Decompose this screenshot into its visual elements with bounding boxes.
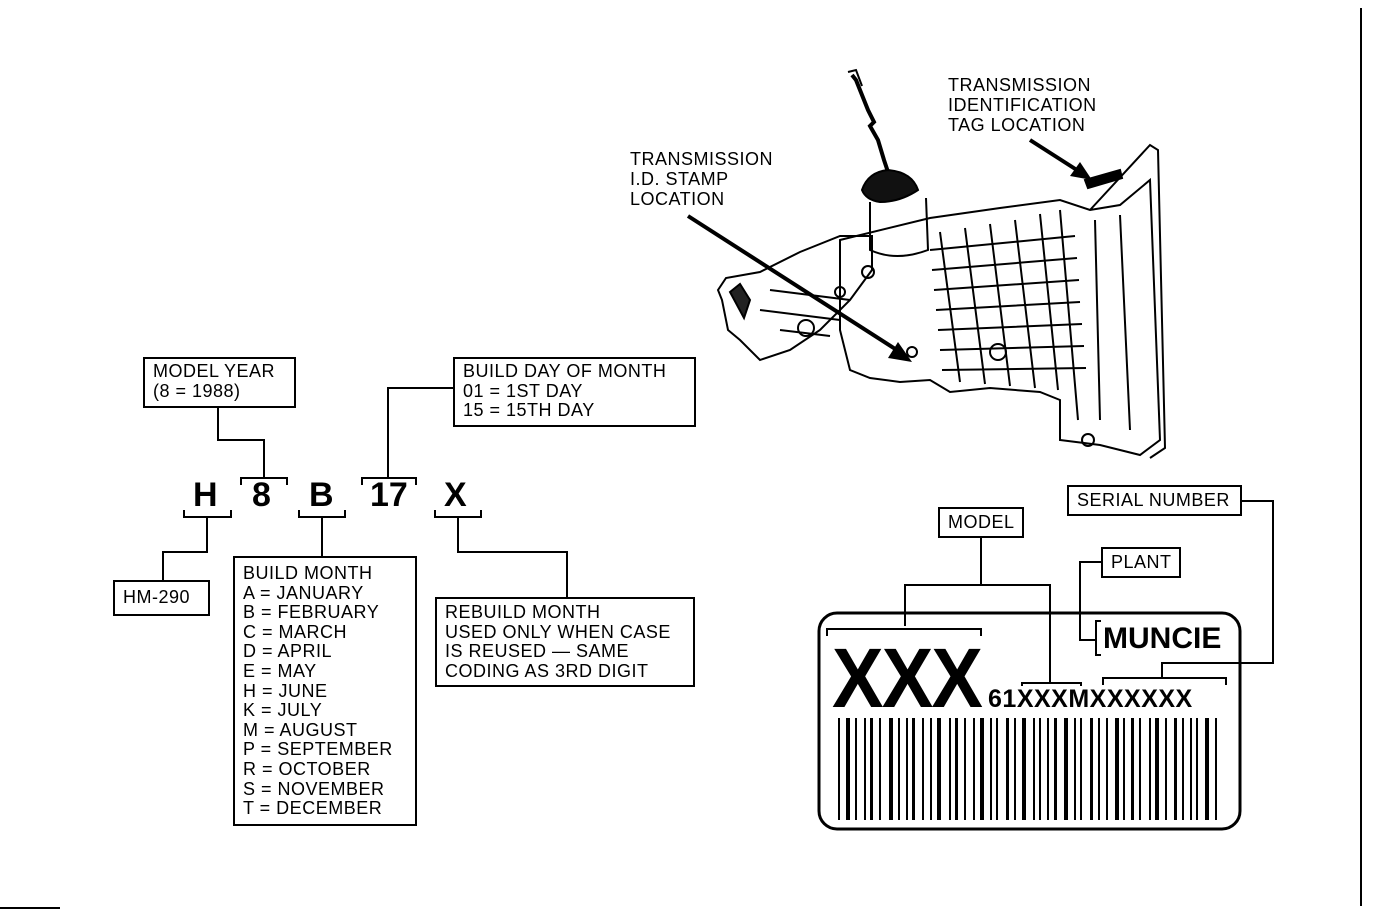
barcode-bar xyxy=(1196,718,1198,820)
build-day-connector xyxy=(361,387,455,485)
barcode-bar xyxy=(879,718,881,820)
tag-model-label-box: MODEL xyxy=(938,507,1024,538)
barcode-bar xyxy=(1033,718,1035,820)
barcode-bar xyxy=(846,718,850,820)
barcode-bar xyxy=(930,718,932,820)
build-month-box: BUILD MONTH A = JANUARY B = FEBRUARY C =… xyxy=(233,556,417,826)
code-char-year: 8 xyxy=(252,476,271,514)
barcode-bar xyxy=(1074,718,1076,820)
rebuild-month-box: REBUILD MONTH USED ONLY WHEN CASE IS REU… xyxy=(435,597,695,687)
barcode-bar xyxy=(864,718,866,820)
rebuild-month-connector xyxy=(434,510,568,597)
barcode-bar xyxy=(1190,718,1192,820)
barcode-bar xyxy=(1006,718,1009,820)
barcode-bar xyxy=(1047,718,1049,820)
barcode-bar xyxy=(1115,718,1119,820)
barcode-bar xyxy=(922,718,924,820)
barcode-bar xyxy=(990,718,992,820)
barcode-bar xyxy=(1054,718,1057,820)
barcode-bar xyxy=(1098,718,1100,820)
tag-plant-label-box: PLANT xyxy=(1101,547,1181,578)
tag-serial-connector xyxy=(1102,500,1274,685)
barcode-bar xyxy=(1064,718,1068,820)
barcode-bar xyxy=(1182,718,1184,820)
barcode-bar xyxy=(855,718,857,820)
model-year-box: MODEL YEAR (8 = 1988) xyxy=(143,357,296,408)
barcode-bar xyxy=(1155,718,1159,820)
barcode-bar xyxy=(1090,718,1093,820)
barcode-bar xyxy=(1174,718,1177,820)
id-tag-card xyxy=(817,611,1242,831)
barcode-bar xyxy=(1215,718,1217,820)
barcode-bar xyxy=(996,718,998,820)
barcode-bar xyxy=(1080,718,1082,820)
barcode-bar xyxy=(973,718,975,820)
tag-location-arrow xyxy=(1028,138,1092,180)
barcode-bar xyxy=(1106,718,1108,820)
barcode-bar xyxy=(1149,718,1151,820)
tag-location-label: TRANSMISSION IDENTIFICATION TAG LOCATION xyxy=(948,75,1097,135)
tag-serial-code: 61XXXMXXXXXX xyxy=(988,685,1193,713)
barcode-bar xyxy=(1022,718,1026,820)
model-code-box: HM-290 xyxy=(113,580,210,616)
barcode-bar xyxy=(912,718,915,820)
transmission-illustration xyxy=(716,68,1167,459)
stamp-location-label: TRANSMISSION I.D. STAMP LOCATION xyxy=(630,149,774,209)
barcode-bar xyxy=(964,718,966,820)
hm290-connector xyxy=(162,510,232,580)
barcode-bar xyxy=(870,718,873,820)
build-day-box: BUILD DAY OF MONTH 01 = 1ST DAY 15 = 15T… xyxy=(453,357,696,427)
code-char-rebuild: X xyxy=(444,476,467,514)
barcode-bar xyxy=(955,718,958,820)
barcode-bar xyxy=(1014,718,1016,820)
build-month-connector xyxy=(298,510,346,556)
barcode xyxy=(838,718,1217,820)
tag-big-model-code: XXX xyxy=(832,631,983,725)
barcode-bar xyxy=(1205,718,1209,820)
barcode-bar xyxy=(949,718,951,820)
barcode-bar xyxy=(889,718,893,820)
tag-plant-connector xyxy=(1079,561,1101,656)
code-char-model: H xyxy=(193,476,218,514)
tag-plant-name: MUNCIE xyxy=(1103,622,1222,655)
code-char-month: B xyxy=(309,476,334,514)
barcode-bar xyxy=(1131,718,1134,820)
barcode-bar xyxy=(906,718,908,820)
stamp-location-arrow xyxy=(686,214,912,362)
tag-serial-label-box: SERIAL NUMBER xyxy=(1067,485,1242,516)
barcode-bar xyxy=(980,718,984,820)
barcode-bar xyxy=(937,718,941,820)
barcode-bar xyxy=(898,718,900,820)
model-year-connector xyxy=(217,407,288,485)
barcode-bar xyxy=(838,718,840,820)
barcode-bar xyxy=(1123,718,1125,820)
code-char-day: 17 xyxy=(370,476,408,514)
barcode-bar xyxy=(1165,718,1167,820)
barcode-bar xyxy=(1139,718,1141,820)
tag-model-connector xyxy=(826,536,1082,686)
barcode-bar xyxy=(1039,718,1041,820)
